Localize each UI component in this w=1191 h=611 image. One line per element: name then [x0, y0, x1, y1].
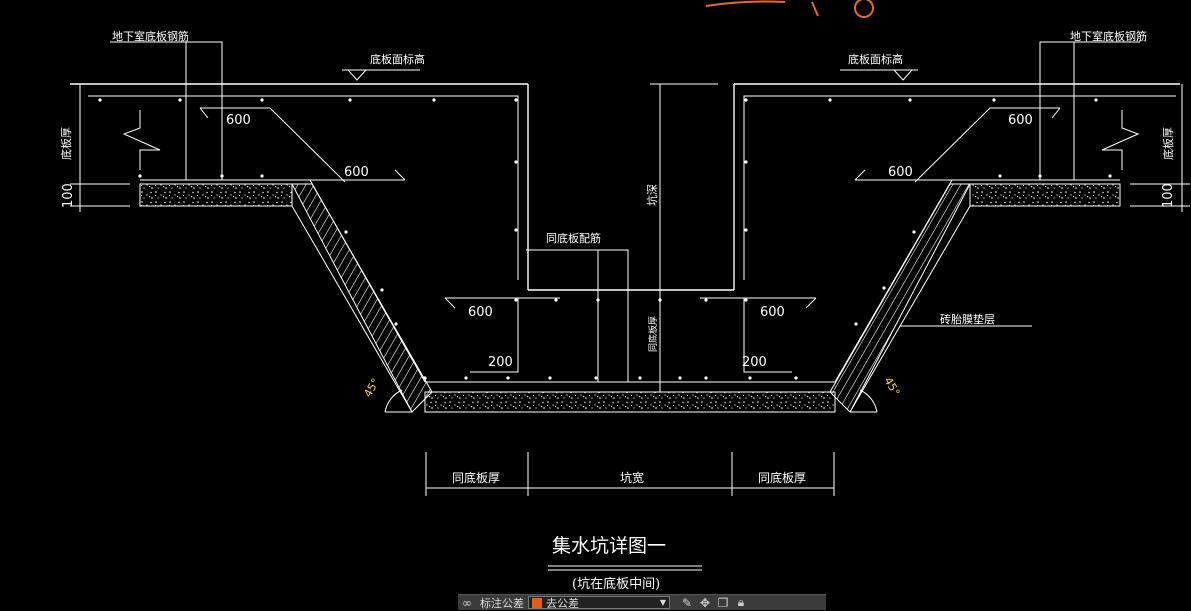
rebar-dot [380, 288, 384, 292]
rebar-dot [423, 376, 427, 380]
rebar-dot [704, 298, 708, 302]
label-basement-rebar-right: 地下室底板钢筋 [1070, 29, 1147, 43]
rebar-dot [554, 298, 558, 302]
label-same-as-slab-rebar: 同底板配筋 [546, 231, 601, 245]
dim-100-left: 100 [61, 183, 76, 208]
rebar-dot [912, 230, 916, 234]
move-icon[interactable]: ✥ [699, 595, 711, 610]
rebar-dot [514, 298, 518, 302]
slab-band-right [969, 183, 1121, 207]
rebar-dot [748, 376, 752, 380]
label-same-as-slab-thickness-vertical: 同底板厚 [647, 316, 659, 352]
label-slab-top-elev-left: 底板面标高 [370, 52, 425, 66]
brick-mold-right [829, 183, 971, 413]
rebar-dot [794, 376, 798, 380]
dim-200-a: 200 [488, 355, 513, 370]
dim-600-f: 600 [760, 305, 785, 320]
rebar-dot [464, 376, 468, 380]
color-swatch [532, 597, 542, 608]
rebar-dot [594, 376, 598, 380]
dimension-tolerance-toolbar: ∞ 标注公差 去公差 ▼ ✎ ✥ ❐ 🔒︎ [458, 594, 826, 610]
rebar-dot [514, 98, 518, 102]
copy-icon[interactable]: ❐ [717, 595, 729, 610]
rebar-dot [1038, 174, 1042, 178]
rebar-dot [1094, 98, 1098, 102]
rebar-dot [1108, 174, 1112, 178]
rebar-dot [992, 98, 996, 102]
rebar-dot [260, 98, 264, 102]
drawing-title: 集水坑详图一 [552, 535, 666, 557]
dim-600-e: 600 [468, 305, 493, 320]
label-slab-thickness-right: 底板厚 [1161, 127, 1175, 160]
label-pit-depth: 坑深 [645, 184, 659, 206]
chevron-down-icon: ▼ [659, 598, 666, 607]
rebar-dot [260, 174, 264, 178]
rebar-dot [678, 376, 682, 380]
rebar-dot [514, 160, 518, 164]
label-slab-top-elev-right: 底板面标高 [848, 52, 903, 66]
bottom-dim-left: 同底板厚 [452, 470, 500, 485]
rebar-dot [394, 322, 398, 326]
rebar-dot [506, 376, 510, 380]
dim-600-c: 600 [1008, 113, 1033, 128]
dim-100-right: 100 [1161, 183, 1176, 208]
rebar-dot [908, 98, 912, 102]
rebar-dot [882, 286, 886, 290]
link-icon[interactable]: ∞ [462, 595, 472, 610]
handwritten-annotation [705, 0, 874, 18]
rebar-dot [828, 98, 832, 102]
brick-mold-left [291, 183, 433, 413]
rebar-dot [138, 174, 142, 178]
dim-600-a: 600 [226, 113, 251, 128]
rebar-dot [744, 160, 748, 164]
rebar-dot [98, 98, 102, 102]
rebar-dot [344, 230, 348, 234]
rebar-dot [638, 376, 642, 380]
rebar-dot [178, 98, 182, 102]
rebar-dot [998, 174, 1002, 178]
toolbar-label: 标注公差 [480, 596, 524, 610]
bottom-dim-middle: 坑宽 [620, 470, 644, 485]
rebar-dot [854, 322, 858, 326]
dim-200-b: 200 [742, 355, 767, 370]
drawing-subtitle: (坑在底板中间) [572, 576, 660, 592]
pit-bottom-band [424, 391, 836, 413]
rebar-dot [596, 298, 600, 302]
rebar-dot [548, 376, 552, 380]
slab-band-left [139, 183, 293, 207]
label-basement-rebar-left: 地下室底板钢筋 [112, 29, 189, 43]
tolerance-select[interactable]: 去公差 ▼ [528, 596, 670, 610]
dim-600-d: 600 [888, 165, 913, 180]
lock-icon[interactable]: 🔒︎ [737, 595, 745, 609]
rebar-dot [658, 298, 662, 302]
rebar-dot [514, 228, 518, 232]
dim-600-b: 600 [344, 165, 369, 180]
rebar-dot [744, 228, 748, 232]
label-brick-mold: 砖胎膜垫层 [940, 312, 995, 326]
angle-right: 45° [881, 375, 902, 398]
bottom-dim-right: 同底板厚 [758, 470, 806, 485]
rebar-dot [704, 376, 708, 380]
tolerance-select-value: 去公差 [546, 596, 579, 610]
rebar-dot [744, 298, 748, 302]
label-slab-thickness-left: 底板厚 [59, 127, 73, 160]
rebar-dot [220, 174, 224, 178]
rebar-dot [432, 98, 436, 102]
rebar-dot [348, 98, 352, 102]
pen-icon[interactable]: ✎ [681, 595, 693, 610]
rebar-dots [98, 98, 1112, 380]
angle-left: 45° [361, 376, 382, 399]
rebar-dot [744, 98, 748, 102]
